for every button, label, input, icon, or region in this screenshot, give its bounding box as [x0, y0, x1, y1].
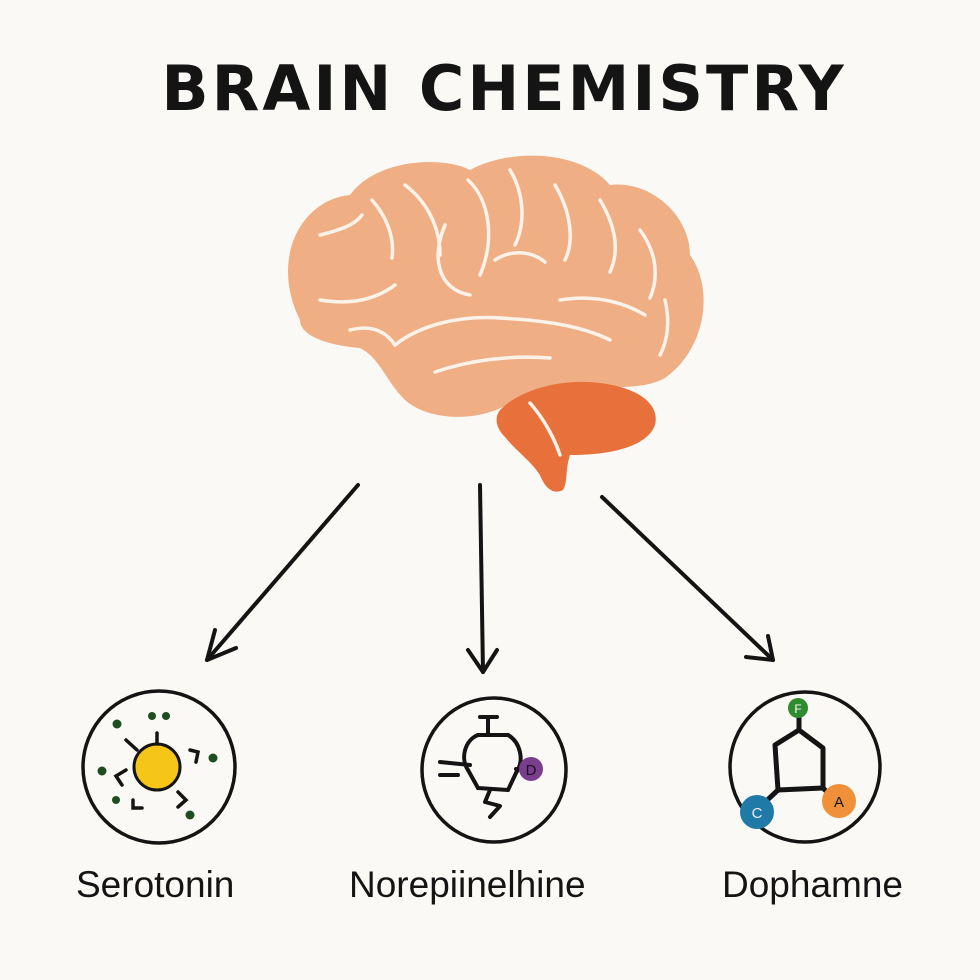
arrow-icon — [205, 483, 360, 662]
brain-cerebrum — [288, 155, 704, 417]
norepinephrine-molecule-icon: D — [420, 696, 568, 844]
brain-cerebellum — [496, 381, 656, 492]
atom-label-c: C — [752, 805, 763, 822]
norepinephrine-label: Norepiinelhine — [349, 864, 586, 905]
brain-icon — [288, 155, 704, 492]
dopamine-molecule-icon: F C A — [728, 690, 882, 844]
atom-label-d: D — [526, 762, 537, 779]
arrow-icon — [600, 495, 775, 662]
atom-label-a: A — [834, 794, 844, 811]
arrow-icon — [466, 483, 499, 674]
dopamine-label: Dophamne — [722, 864, 904, 905]
diagram-title: BRAIN CHEMISTRY — [161, 52, 847, 125]
brain-gyri — [318, 168, 670, 457]
serotonin-label: Serotonin — [76, 864, 235, 905]
atom-label-f: F — [794, 702, 801, 716]
serotonin-molecule-icon — [81, 689, 237, 845]
